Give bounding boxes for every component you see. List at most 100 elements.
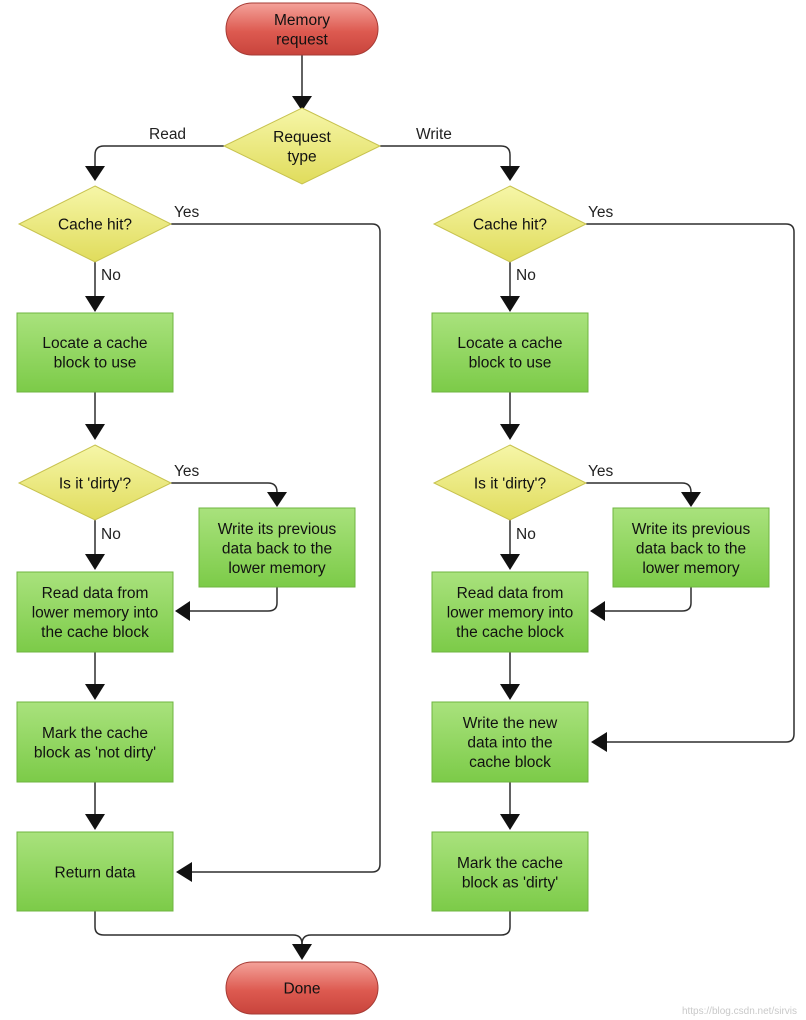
label-line: Read data from bbox=[42, 585, 149, 602]
edge-label-read-hit-yes: Yes bbox=[174, 204, 200, 221]
arrowhead-down-icon bbox=[85, 684, 105, 700]
label-line: data back to the bbox=[636, 541, 746, 558]
label-line: lower memory bbox=[228, 560, 326, 577]
arrowhead-down-icon bbox=[85, 424, 105, 440]
node-write-cache-hit-label: Cache hit? bbox=[473, 217, 547, 234]
label-line: Return data bbox=[55, 865, 136, 882]
arrowhead-down-icon bbox=[500, 424, 520, 440]
edge-label-write-dirty-yes: Yes bbox=[588, 463, 614, 480]
label-line: Locate a cache bbox=[457, 335, 562, 352]
node-write-write-new-label: Write the new data into the cache block bbox=[463, 715, 558, 771]
arrowhead-left-icon bbox=[175, 601, 190, 621]
edges bbox=[94, 55, 795, 945]
edge-label-read-hit-no: No bbox=[101, 267, 121, 284]
node-write-dirty: Is it 'dirty'? bbox=[432, 444, 588, 521]
edge-label-read-dirty-yes: Yes bbox=[174, 463, 200, 480]
arrowhead-down-icon bbox=[267, 492, 287, 507]
node-request-type: Request type bbox=[222, 107, 382, 185]
arrowheads bbox=[85, 96, 701, 960]
label-line: Is it 'dirty'? bbox=[474, 476, 547, 493]
arrowhead-down-icon bbox=[85, 166, 105, 181]
node-read-read-data-label: Read data from lower memory into the cache… bbox=[32, 585, 159, 641]
edge-write-mark-to-done bbox=[301, 911, 511, 945]
label-line: lower memory into bbox=[447, 605, 574, 622]
node-write-mark-label: Mark the cache block as 'dirty' bbox=[457, 855, 563, 892]
label-line: Cache hit? bbox=[473, 217, 547, 234]
node-done: Done bbox=[225, 961, 379, 1015]
edge-label-read: Read bbox=[149, 126, 186, 143]
arrowhead-down-icon bbox=[500, 296, 520, 312]
label-line: the cache block bbox=[41, 624, 149, 641]
node-write-cache-hit: Cache hit? bbox=[432, 185, 588, 263]
label-line: block to use bbox=[54, 354, 137, 371]
node-done-label: Done bbox=[283, 981, 320, 998]
edge-label-write-dirty-no: No bbox=[516, 526, 536, 543]
label-line: lower memory into bbox=[32, 605, 159, 622]
label-line: block to use bbox=[469, 354, 552, 371]
node-write-dirty-label: Is it 'dirty'? bbox=[474, 476, 547, 493]
node-read-read-data: Read data from lower memory into the cache… bbox=[16, 571, 174, 653]
arrowhead-left-icon bbox=[590, 601, 605, 621]
edge-write-writeback-to-readdata bbox=[605, 587, 692, 612]
edge-label-write-hit-yes: Yes bbox=[588, 204, 614, 221]
watermark: https://blog.csdn.net/sirvis bbox=[682, 1006, 797, 1017]
edge-labels: Read Write Yes No Yes No Yes No Yes No bbox=[101, 126, 614, 543]
arrowhead-left-icon bbox=[591, 732, 607, 752]
node-read-cache-hit-label: Cache hit? bbox=[58, 217, 132, 234]
node-start: Memory request bbox=[225, 2, 379, 56]
edge-write-hit-yes bbox=[586, 223, 795, 743]
node-request-type-label: Request type bbox=[273, 129, 331, 166]
node-read-return: Return data bbox=[16, 831, 174, 912]
node-write-locate-label: Locate a cache block to use bbox=[457, 335, 562, 372]
label-line: data into the bbox=[467, 735, 552, 752]
label-line: Mark the cache bbox=[457, 855, 563, 872]
edge-request-to-write-hit bbox=[380, 145, 511, 168]
arrowhead-down-icon bbox=[681, 492, 701, 507]
label-line: Done bbox=[283, 981, 320, 998]
node-read-cache-hit: Cache hit? bbox=[17, 185, 173, 263]
edge-label-read-dirty-no: No bbox=[101, 526, 121, 543]
node-write-mark: Mark the cache block as 'dirty' bbox=[431, 831, 589, 912]
label-line: Is it 'dirty'? bbox=[59, 476, 132, 493]
label-line: Mark the cache bbox=[42, 725, 148, 742]
label-line: Write its previous bbox=[632, 521, 751, 538]
label-line: Memory bbox=[274, 12, 330, 29]
label-line: Write its previous bbox=[218, 521, 337, 538]
edge-label-write-hit-no: No bbox=[516, 267, 536, 284]
label-line: block as 'dirty' bbox=[462, 874, 558, 891]
label-line: request bbox=[276, 31, 328, 48]
arrowhead-down-icon bbox=[85, 814, 105, 830]
label-line: cache block bbox=[469, 754, 551, 771]
edge-read-return-to-done bbox=[94, 911, 303, 945]
node-read-dirty-label: Is it 'dirty'? bbox=[59, 476, 132, 493]
edge-read-writeback-to-readdata bbox=[190, 587, 278, 612]
arrowhead-left-icon bbox=[176, 862, 192, 882]
arrowhead-down-icon bbox=[292, 96, 312, 111]
label-line: Request bbox=[273, 129, 331, 146]
edge-read-hit-yes bbox=[171, 223, 381, 873]
arrowhead-down-icon bbox=[500, 814, 520, 830]
node-write-write-new: Write the new data into the cache block bbox=[431, 701, 589, 783]
edge-write-dirty-yes bbox=[586, 482, 692, 493]
edge-read-dirty-yes bbox=[171, 482, 278, 493]
node-write-locate: Locate a cache block to use bbox=[431, 312, 589, 393]
label-line: type bbox=[287, 148, 316, 165]
arrowhead-down-icon bbox=[85, 296, 105, 312]
node-read-return-label: Return data bbox=[55, 865, 136, 882]
label-line: Write the new bbox=[463, 715, 558, 732]
arrowhead-down-icon bbox=[500, 684, 520, 700]
node-start-label: Memory request bbox=[274, 12, 330, 49]
arrowhead-down-icon bbox=[292, 944, 312, 960]
arrowhead-down-icon bbox=[85, 554, 105, 570]
edge-label-write: Write bbox=[416, 126, 452, 143]
arrowhead-down-icon bbox=[500, 166, 520, 181]
